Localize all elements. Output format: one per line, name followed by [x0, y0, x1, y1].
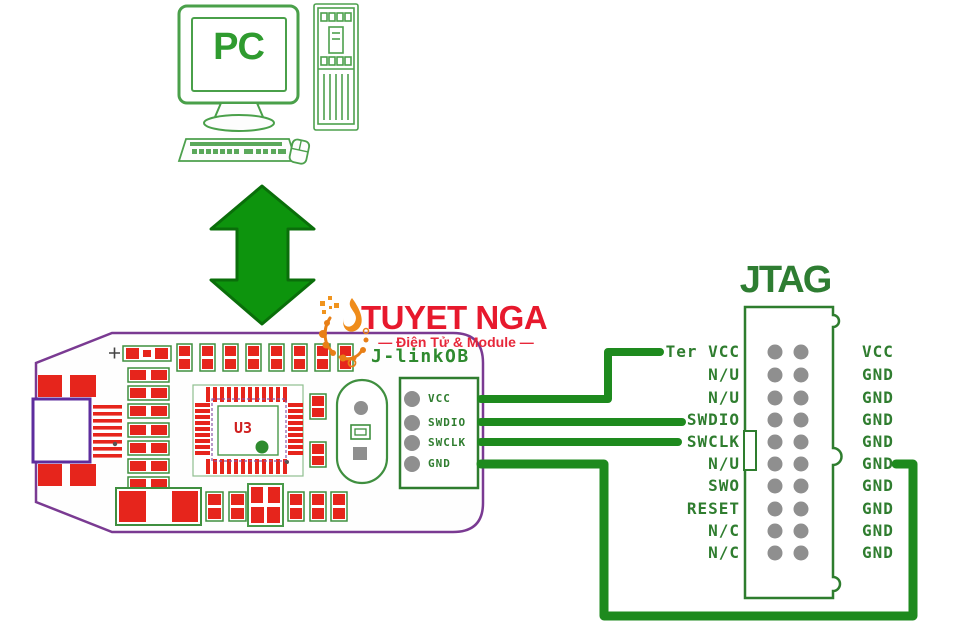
jtag-left-pin-2: N/U [708, 365, 740, 384]
board-pin-swdio: SWDIO [428, 416, 467, 429]
jtag-left-pin-3: N/U [708, 388, 740, 407]
keyboard-icon [177, 138, 298, 162]
wire-vcc [477, 348, 664, 403]
component [122, 345, 172, 362]
watermark-title: TUYET NGA [361, 299, 548, 336]
jtag-left-pin-1: Ter VCC [665, 342, 740, 361]
jtag-right-pin-10: GND [862, 543, 894, 562]
jtag-right-pin-6: GND [862, 454, 894, 473]
bidirectional-arrow-icon [209, 184, 316, 326]
watermark-subtitle: — Điện Tử & Module — [378, 334, 534, 350]
jtag-left-pin-4: SWDIO [686, 410, 740, 429]
jtag-key-notch [743, 430, 757, 471]
chip-u3 [192, 384, 304, 477]
jtag-left-pin-8: RESET [686, 499, 740, 518]
wire-gnd [476, 459, 918, 621]
pc-monitor-icon [177, 4, 300, 132]
mouse-icon [288, 138, 311, 165]
bottom-components [115, 483, 348, 527]
right-passives [309, 393, 327, 468]
board-pin-vcc: VCC [428, 392, 451, 405]
swd-header [398, 376, 480, 490]
jtag-outline [743, 305, 843, 600]
flame-shape [343, 298, 362, 332]
jtag-right-pin-2: GND [862, 365, 894, 384]
board-name-label: J-linkOB [371, 346, 470, 367]
jtag-right-pin-3: GND [862, 388, 894, 407]
jtag-right-pin-8: GND [862, 499, 894, 518]
jtag-right-pin-1: VCC [862, 342, 894, 361]
pin1-dot [255, 440, 269, 454]
jtag-left-pin-9: N/C [708, 521, 740, 540]
jtag-left-pin-6: N/U [708, 454, 740, 473]
left-passives-column [127, 367, 170, 492]
tuyetnga-logo-icon [319, 296, 370, 368]
jtag-right-pin-4: GND [862, 410, 894, 429]
jtag-left-pin-7: SWO [708, 476, 740, 495]
pc-tower-icon [313, 3, 359, 131]
jlink-board [31, 331, 485, 534]
board-pin-swclk: SWCLK [428, 436, 467, 449]
jtag-right-pin-9: GND [862, 521, 894, 540]
jtag-title: JTAG [739, 259, 833, 301]
board-pin-gnd: GND [428, 457, 451, 470]
pc-label: PC [213, 26, 265, 68]
jtag-pin-grid [767, 344, 809, 561]
jtag-right-pin-5: GND [862, 432, 894, 451]
jtag-left-pin-10: N/C [708, 543, 740, 562]
jtag-right-pin-7: GND [862, 476, 894, 495]
jtag-left-pin-5: SWCLK [686, 432, 740, 451]
chip-label: U3 [234, 419, 253, 437]
usb-connector [31, 375, 122, 486]
signal-wires [476, 348, 918, 621]
button-oval [335, 378, 389, 485]
jtag-connector [743, 305, 843, 600]
